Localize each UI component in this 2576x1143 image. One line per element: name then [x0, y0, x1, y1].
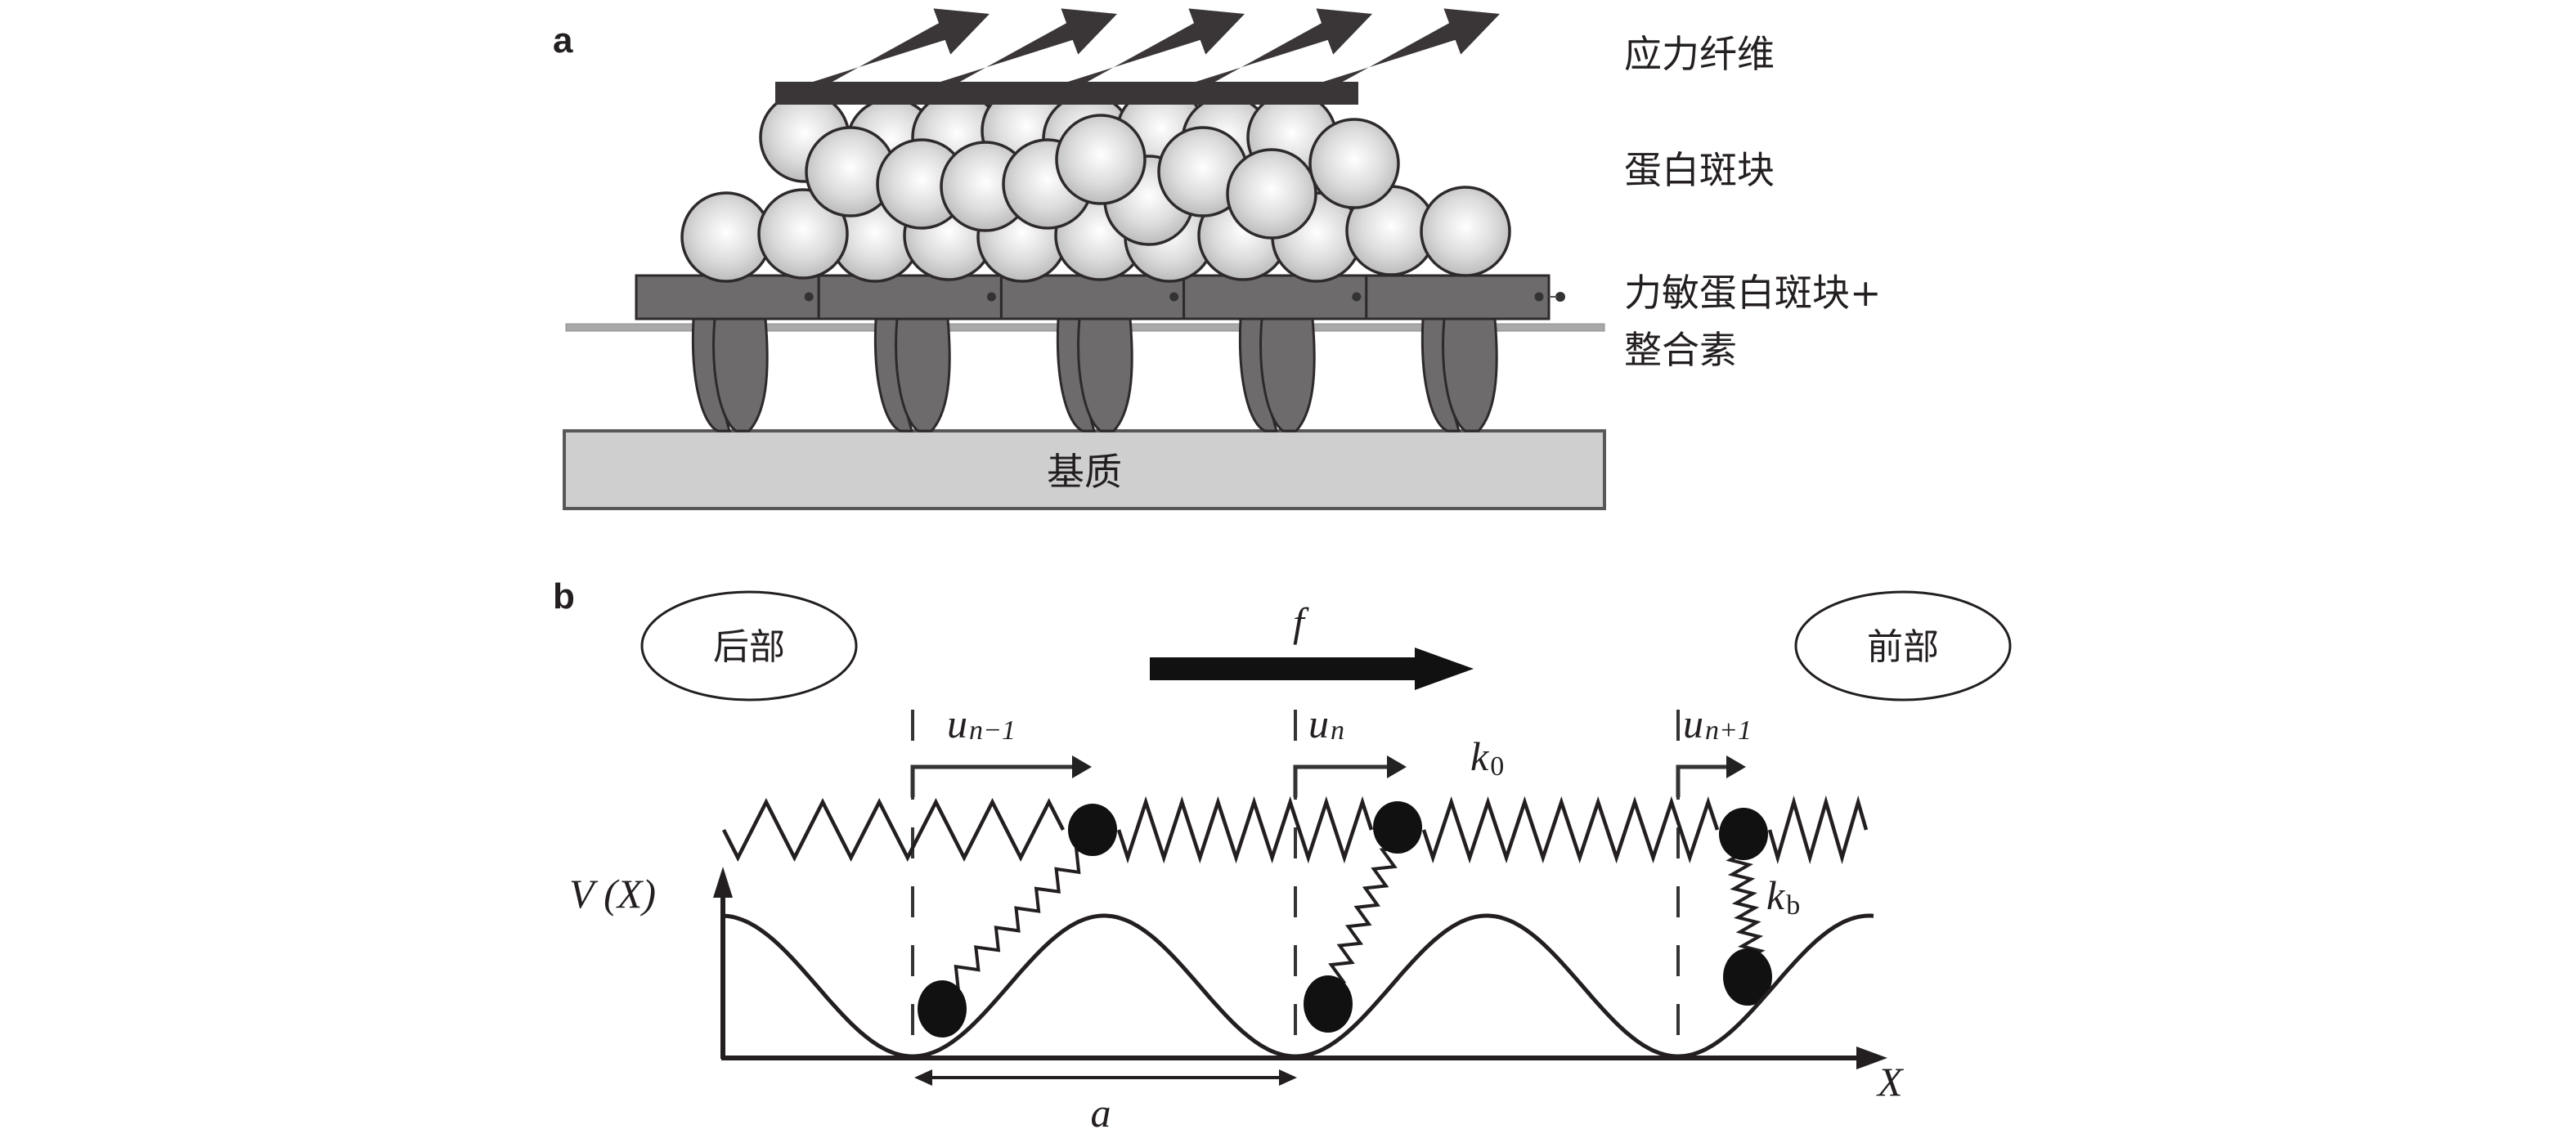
x-axis-label: X [1876, 1059, 1905, 1105]
protein-sphere [757, 188, 849, 280]
displacement-arrowhead [1387, 755, 1407, 778]
legend-stress-fiber: 应力纤维 [1624, 32, 1775, 76]
k0-label: k0 [1470, 733, 1504, 782]
linker-dot [1169, 292, 1179, 302]
plaque-segment [635, 274, 833, 320]
k0-spring [1767, 795, 1869, 865]
linker-dot [986, 292, 996, 302]
plaque-segment [817, 274, 1016, 320]
equilibrium-dashed-lines [911, 710, 1680, 1056]
displacement-arrow-shaft [1676, 764, 1730, 797]
protein-sphere [1308, 118, 1400, 209]
integrin-beta-subunit [1442, 317, 1498, 433]
rear-label: 后部 [713, 626, 785, 668]
linker-dot [804, 292, 814, 302]
top-bead [1373, 801, 1422, 854]
panel-b: b 后部 前部 f un−1 un un+1 k0 [553, 576, 2012, 1136]
legend-mechanosensitive-plaque: 力敏蛋白斑块+ [1624, 271, 1882, 315]
svg-text:un+1: un+1 [1683, 701, 1752, 746]
substrate: 基质 [563, 429, 1606, 510]
linker-dot [1555, 292, 1565, 302]
potential-curve [722, 913, 1874, 1059]
displacement-arrow-shaft [1293, 764, 1390, 797]
substrate-bead [1304, 975, 1353, 1033]
integrin [1056, 317, 1133, 433]
k0-spring [1421, 796, 1720, 864]
y-axis-label: V (X) [569, 871, 656, 917]
force-arrow-icon [1158, 8, 1372, 94]
potential-axes: V (X) X [569, 867, 1905, 1105]
plaque-segment [1183, 274, 1381, 320]
displacement-arrow-shaft [910, 764, 1075, 797]
force-arrow: f [1150, 599, 1474, 690]
plaque-segment-block [1183, 274, 1368, 320]
y-axis-arrowhead [713, 867, 733, 898]
force-label: f [1293, 599, 1309, 645]
integrin-beta-subunit [1259, 317, 1316, 433]
kb-spring [1726, 854, 1766, 957]
spring-chain [721, 795, 1869, 1038]
force-arrow-icon [903, 8, 1117, 94]
protein-sphere [1226, 148, 1317, 240]
legend-protein-plaque: 蛋白斑块 [1624, 148, 1775, 192]
panel-a: a 基质 应力纤维 蛋白斑块 力敏蛋白斑块+ 整合素 [553, 8, 1882, 510]
integrin [1238, 317, 1316, 433]
protein-sphere [680, 191, 772, 283]
panel-a-label: a [553, 20, 573, 61]
displacement-label-n: un [1308, 701, 1344, 746]
integrin [873, 317, 951, 433]
force-arrow-icon [775, 8, 990, 94]
protein-sphere [1055, 114, 1147, 205]
force-arrow-icon [1286, 8, 1500, 94]
kb-spring [1328, 847, 1398, 984]
substrate-bead [918, 980, 967, 1038]
plaque-segment-block [1365, 274, 1551, 320]
displacement-arrow [910, 755, 1092, 797]
integrin-beta-subunit [712, 317, 769, 433]
linker-dot [1534, 292, 1544, 302]
top-bead [1719, 808, 1768, 860]
x-axis-arrowhead [1856, 1047, 1887, 1069]
protein-plaque-spheres [680, 85, 1511, 283]
substrate-label: 基质 [1047, 450, 1122, 494]
stress-fiber [775, 82, 1358, 105]
displacement-arrowhead [1072, 755, 1092, 778]
plaque-segment [1365, 274, 1551, 320]
plaque-segment-block [817, 274, 1003, 320]
displacement-label-n-minus-1: un−1 [947, 701, 1016, 746]
rear-ellipse: 后部 [640, 590, 858, 701]
svg-text:un: un [1308, 701, 1344, 746]
integrin [1420, 317, 1498, 433]
period-indicator: a [914, 1069, 1297, 1136]
integrin-beta-subunit [1077, 317, 1133, 433]
k0-spring [721, 798, 1066, 862]
svg-text:un−1: un−1 [947, 701, 1016, 746]
mechanosensitive-plaque [635, 274, 1565, 320]
panel-b-label: b [553, 576, 575, 616]
displacement-arrow [1676, 755, 1746, 797]
displacement-arrow [1293, 755, 1407, 797]
integrin-group [691, 317, 1498, 433]
stress-fiber-force-arrows [775, 8, 1500, 94]
substrate-bead [1723, 948, 1772, 1006]
kb-label: kb [1766, 872, 1800, 921]
linker-dot [1352, 292, 1362, 302]
displacement-label-n-plus-1: un+1 [1683, 701, 1752, 746]
displacement-arrowhead [1726, 755, 1746, 778]
integrin [691, 317, 769, 433]
front-label: 前部 [1867, 626, 1939, 668]
top-bead [1068, 804, 1117, 856]
protein-sphere [1420, 186, 1511, 277]
integrin-beta-subunit [895, 317, 951, 433]
displacement-arrows [910, 755, 1746, 797]
front-ellipse: 前部 [1794, 590, 2012, 701]
force-arrow-icon [1030, 8, 1245, 94]
k0-spring [1116, 796, 1374, 864]
legend-integrin: 整合素 [1624, 328, 1737, 372]
kb-spring [946, 847, 1088, 992]
period-label: a [1091, 1090, 1111, 1136]
